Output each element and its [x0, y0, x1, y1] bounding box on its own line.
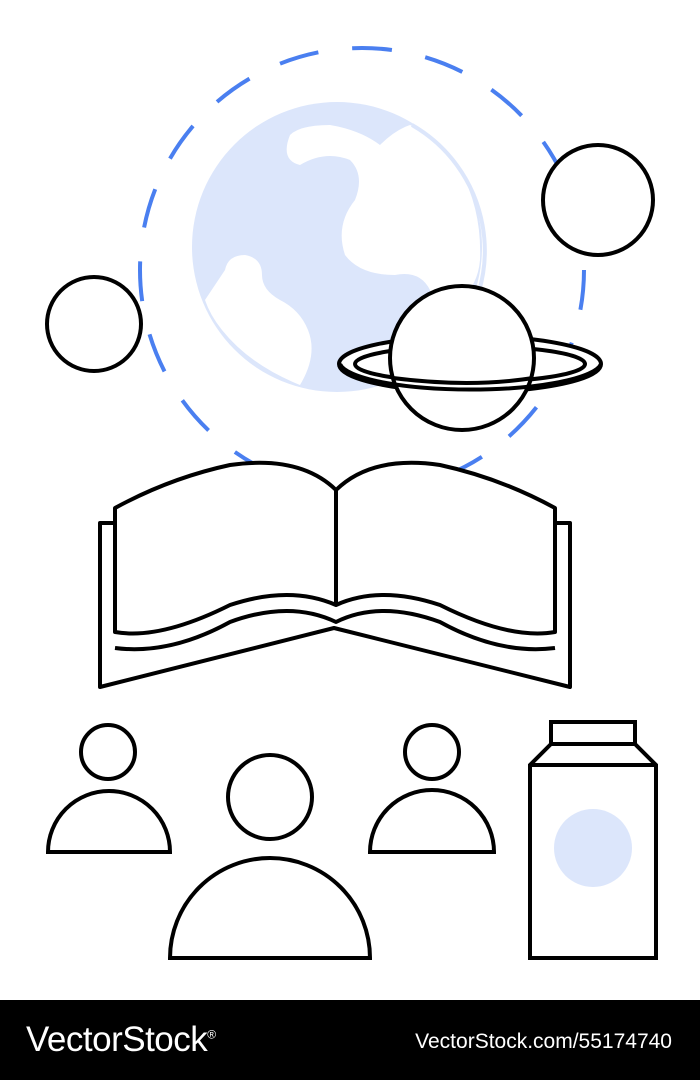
brand-logo: VectorStock®: [26, 1020, 216, 1060]
orbit-path: [138, 46, 586, 494]
illustration: [45, 46, 658, 960]
person-icon: [367, 723, 497, 854]
person-icon: [167, 753, 373, 960]
milk-carton-icon: [528, 720, 658, 960]
planet-icon: [45, 275, 143, 373]
open-book-icon: [98, 460, 572, 689]
image-id: VectorStock.com/55174740: [415, 1030, 672, 1053]
brand-name: VectorStock: [26, 1020, 208, 1059]
watermark-footer: VectorStock® VectorStock.com/55174740: [0, 1000, 700, 1080]
person-icon: [45, 723, 173, 854]
registered-mark: ®: [207, 1027, 216, 1042]
ringed-planet-icon: [337, 284, 603, 432]
planet-icon: [541, 143, 655, 257]
